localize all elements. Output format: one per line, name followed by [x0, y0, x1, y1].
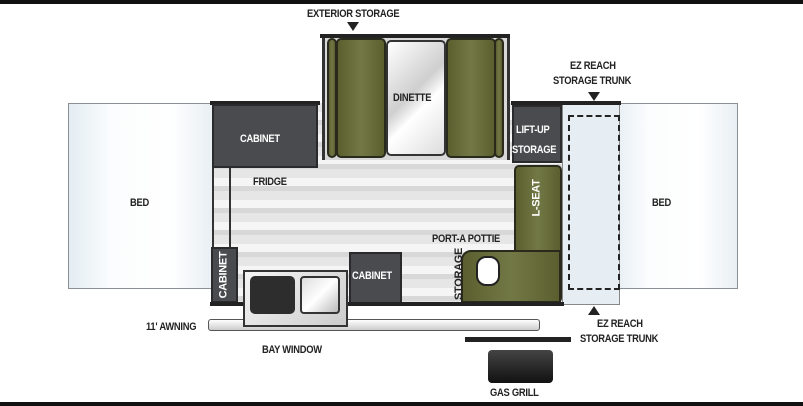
lift-up-label-1: LIFT-UP — [516, 124, 550, 136]
dinette-seat-left — [336, 38, 386, 158]
bottom-border — [0, 402, 803, 406]
cabinet-side — [211, 247, 238, 303]
lift-up-storage — [512, 105, 562, 163]
grill-mount — [465, 337, 571, 342]
lift-up-label-2: STORAGE — [512, 144, 557, 156]
ez-reach-bottom-arrow — [588, 306, 600, 315]
exterior-storage-arrow — [347, 22, 359, 31]
gas-grill-label: GAS GRILL — [490, 387, 539, 399]
cabinet-bottom-label: CABINET — [352, 270, 392, 282]
bed-right — [610, 103, 738, 289]
exterior-storage-label: EXTERIOR STORAGE — [307, 8, 400, 20]
exterior-storage-wall — [320, 34, 510, 38]
awning-label: 11' AWNING — [146, 321, 197, 333]
cabinet-bottom — [349, 252, 402, 304]
top-border — [0, 0, 803, 4]
fridge-label: FRIDGE — [253, 176, 287, 188]
wall-segment — [210, 101, 320, 105]
wall-bottom — [210, 302, 564, 306]
ez-reach-top-label-2: STORAGE TRUNK — [553, 75, 632, 87]
sink-icon — [300, 276, 340, 314]
bed-left-label: BED — [130, 197, 149, 209]
storage-label: STORAGE — [453, 247, 466, 301]
bed-right-label: BED — [652, 197, 671, 209]
stove-icon — [250, 276, 295, 314]
gas-grill — [488, 350, 553, 383]
ez-reach-bottom-label-1: EZ REACH — [597, 318, 643, 330]
bed-left — [68, 103, 214, 289]
l-seat-label: L-SEAT — [530, 179, 543, 217]
storage-trunk — [562, 103, 620, 305]
dinette-label: DINETTE — [393, 92, 432, 104]
bay-window-label: BAY WINDOW — [262, 344, 322, 356]
port-a-pottie — [476, 256, 500, 286]
dinette-table — [386, 40, 446, 156]
cabinet-side-label: CABINET — [217, 251, 230, 299]
cabinet-top-label: CABINET — [240, 133, 280, 145]
fridge-line — [229, 168, 231, 248]
ez-reach-top-arrow — [588, 92, 600, 101]
ez-reach-bottom-label-2: STORAGE TRUNK — [580, 333, 659, 345]
dinette-backrest-right — [494, 38, 504, 158]
dinette-seat-right — [446, 38, 496, 158]
cabinet-top — [212, 104, 318, 168]
storage-trunk-outline — [568, 115, 620, 290]
wall-segment — [511, 101, 621, 105]
ez-reach-top-label-1: EZ REACH — [570, 60, 616, 72]
port-a-pottie-label: PORT-A POTTIE — [432, 233, 501, 245]
